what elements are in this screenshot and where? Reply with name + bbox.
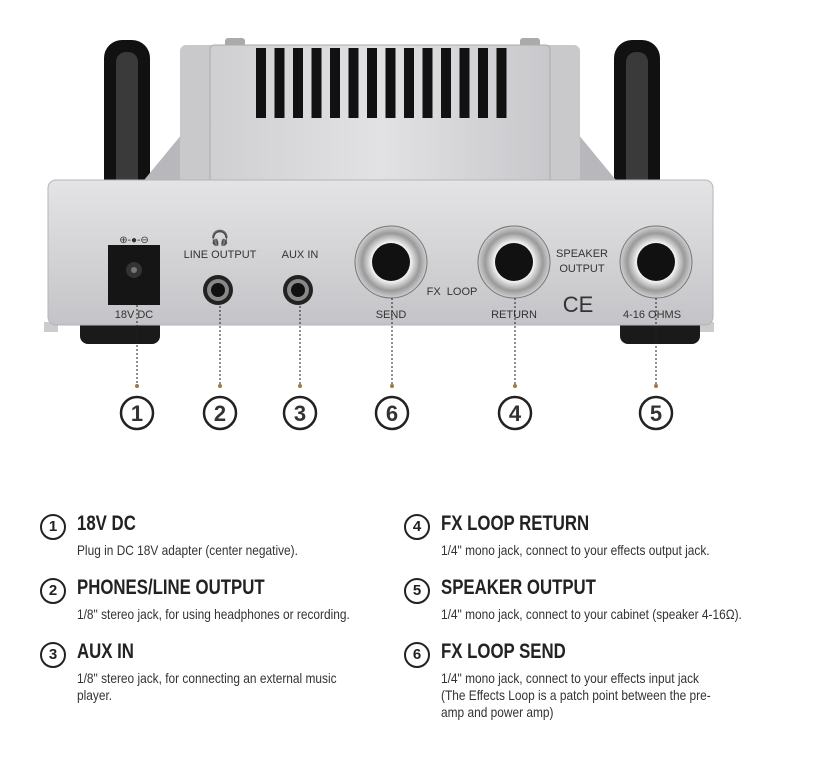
callout-number: 1 [131,401,143,426]
legend-desc: 1/4" mono jack, connect to your effects … [441,670,711,720]
legend-title: 18V DC [77,512,136,535]
vent-slots [256,48,507,118]
callout-circle [202,395,238,431]
number-badge: 6 [404,642,430,668]
vent-slot [348,48,359,118]
ohms-label: 4-16 OHMS [623,309,681,321]
legend-desc: 1/8" stereo jack, for connecting an exte… [77,670,337,703]
fx-send-jack[interactable] [354,225,428,299]
callout-circle [374,395,410,431]
aux-in-label: AUX IN [282,249,319,261]
callout-circle [282,395,318,431]
output-label: OUTPUT [559,263,605,275]
legend-title: AUX IN [77,640,134,663]
send-label: SEND [376,309,407,321]
tube-left [104,40,150,202]
line-output-label: LINE OUTPUT [184,249,257,261]
tube-right [614,40,660,202]
legend-title: FX LOOP SEND [441,640,566,663]
legend-title: FX LOOP RETURN [441,512,590,535]
callout-dot [390,384,394,388]
legend-title: PHONES/LINE OUTPUT [77,576,265,599]
callout-circle [119,395,155,431]
ce-mark: CE [563,292,594,317]
callout-number: 5 [650,401,662,426]
vent-slot [459,48,470,118]
callout-number: 3 [294,401,306,426]
headphones-icon: 🎧 [211,229,230,247]
line-output-jack[interactable] [203,275,233,305]
number-badge: 1 [40,514,66,540]
return-label: RETURN [491,309,537,321]
callout-circle [497,395,533,431]
dc-polarity-symbol: ⊕-●-⊖ [119,235,148,246]
vent-slot [385,48,396,118]
vent-slot [274,48,285,118]
vent-slot [404,48,414,118]
speaker-output-jack[interactable] [619,225,693,299]
vent-slot [422,48,433,118]
number-badge: 2 [40,578,66,604]
number-badge: 5 [404,578,430,604]
callout-circle [638,395,674,431]
callout-dot [135,384,139,388]
callout-dot [218,384,222,388]
dc-label: 18V DC [115,309,154,321]
speaker-label: SPEAKER [556,248,608,260]
vent-slot [311,48,322,118]
number-badge: 3 [40,642,66,668]
legend-desc: Plug in DC 18V adapter (center negative)… [77,542,298,558]
vent-slot [330,48,340,118]
legend-desc: 1/8" stereo jack, for using headphones o… [77,606,350,622]
vent-slot [496,48,507,118]
callout-number: 6 [386,401,398,426]
legend-desc: 1/4" mono jack, connect to your effects … [441,542,710,558]
vent-slot [441,48,451,118]
legend-title: SPEAKER OUTPUT [441,576,596,599]
callout-number: 2 [214,401,226,426]
vent-slot [293,48,303,118]
callout-dot [654,384,658,388]
fx-loop-label: FX LOOP [427,286,478,298]
amp-rear-panel-illustration: ⊕-●-⊖ 18V DC 🎧 LINE OUTPUT AUX IN FX LOO… [44,38,714,431]
fx-return-jack[interactable] [477,225,551,299]
callout-dot [298,384,302,388]
callout-number: 4 [509,401,522,426]
vent-slot [478,48,488,118]
aux-in-jack[interactable] [283,275,313,305]
legend-desc: 1/4" mono jack, connect to your cabinet … [441,606,742,622]
number-badge: 4 [404,514,430,540]
vent-slot [367,48,377,118]
callout-dot [513,384,517,388]
vent-slot [256,48,266,118]
